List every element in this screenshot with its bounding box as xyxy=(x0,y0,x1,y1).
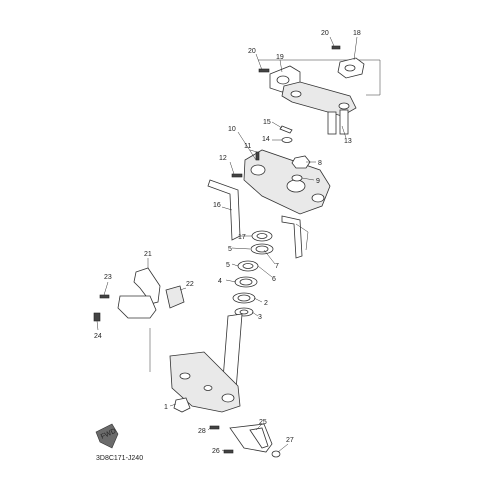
callout-13: 13 xyxy=(344,138,352,145)
lower-hose-bracket xyxy=(209,423,281,458)
callout-20-right: 20 xyxy=(321,30,329,37)
callout-15: 15 xyxy=(263,119,271,126)
callout-9: 9 xyxy=(316,178,320,185)
callout-6: 6 xyxy=(272,276,276,283)
diagram-code: 3D8C171-J240 xyxy=(96,455,143,462)
callout-28: 28 xyxy=(198,428,206,435)
forward-direction-badge: FWD xyxy=(95,423,119,449)
callout-12: 12 xyxy=(219,155,227,162)
callout-23: 23 xyxy=(104,274,112,281)
callout-21: 21 xyxy=(144,251,152,258)
callout-1: 1 xyxy=(164,404,168,411)
callout-labels: 20 19 20 18 13 15 14 10 11 12 8 9 16 17 … xyxy=(94,30,361,455)
callout-7: 7 xyxy=(275,263,279,270)
callout-14: 14 xyxy=(262,136,270,143)
callout-10: 10 xyxy=(228,126,236,133)
upper-bracket xyxy=(231,125,331,215)
callout-19: 19 xyxy=(276,54,284,61)
callout-27: 27 xyxy=(286,437,294,444)
callout-16: 16 xyxy=(213,202,221,209)
headlight-bracket xyxy=(93,267,185,322)
callout-22: 22 xyxy=(186,281,194,288)
callout-8: 8 xyxy=(318,160,322,167)
callout-5-upper: 5 xyxy=(228,246,232,253)
callout-11: 11 xyxy=(244,143,251,150)
cable-guide xyxy=(207,179,309,259)
bearing-stack xyxy=(232,230,274,317)
callout-5-lower: 5 xyxy=(226,262,230,269)
callout-4: 4 xyxy=(218,278,222,285)
handlebar-holder-assembly xyxy=(258,45,381,135)
leader-lines xyxy=(96,36,358,453)
callout-17: 17 xyxy=(238,234,246,241)
callout-24: 24 xyxy=(94,333,102,340)
callout-20-left: 20 xyxy=(248,48,256,55)
callout-25: 25 xyxy=(259,419,267,426)
callout-26: 26 xyxy=(212,448,220,455)
under-bracket-stem xyxy=(149,313,243,413)
callout-2: 2 xyxy=(264,300,268,307)
callout-18: 18 xyxy=(353,30,361,37)
callout-3: 3 xyxy=(258,314,262,321)
